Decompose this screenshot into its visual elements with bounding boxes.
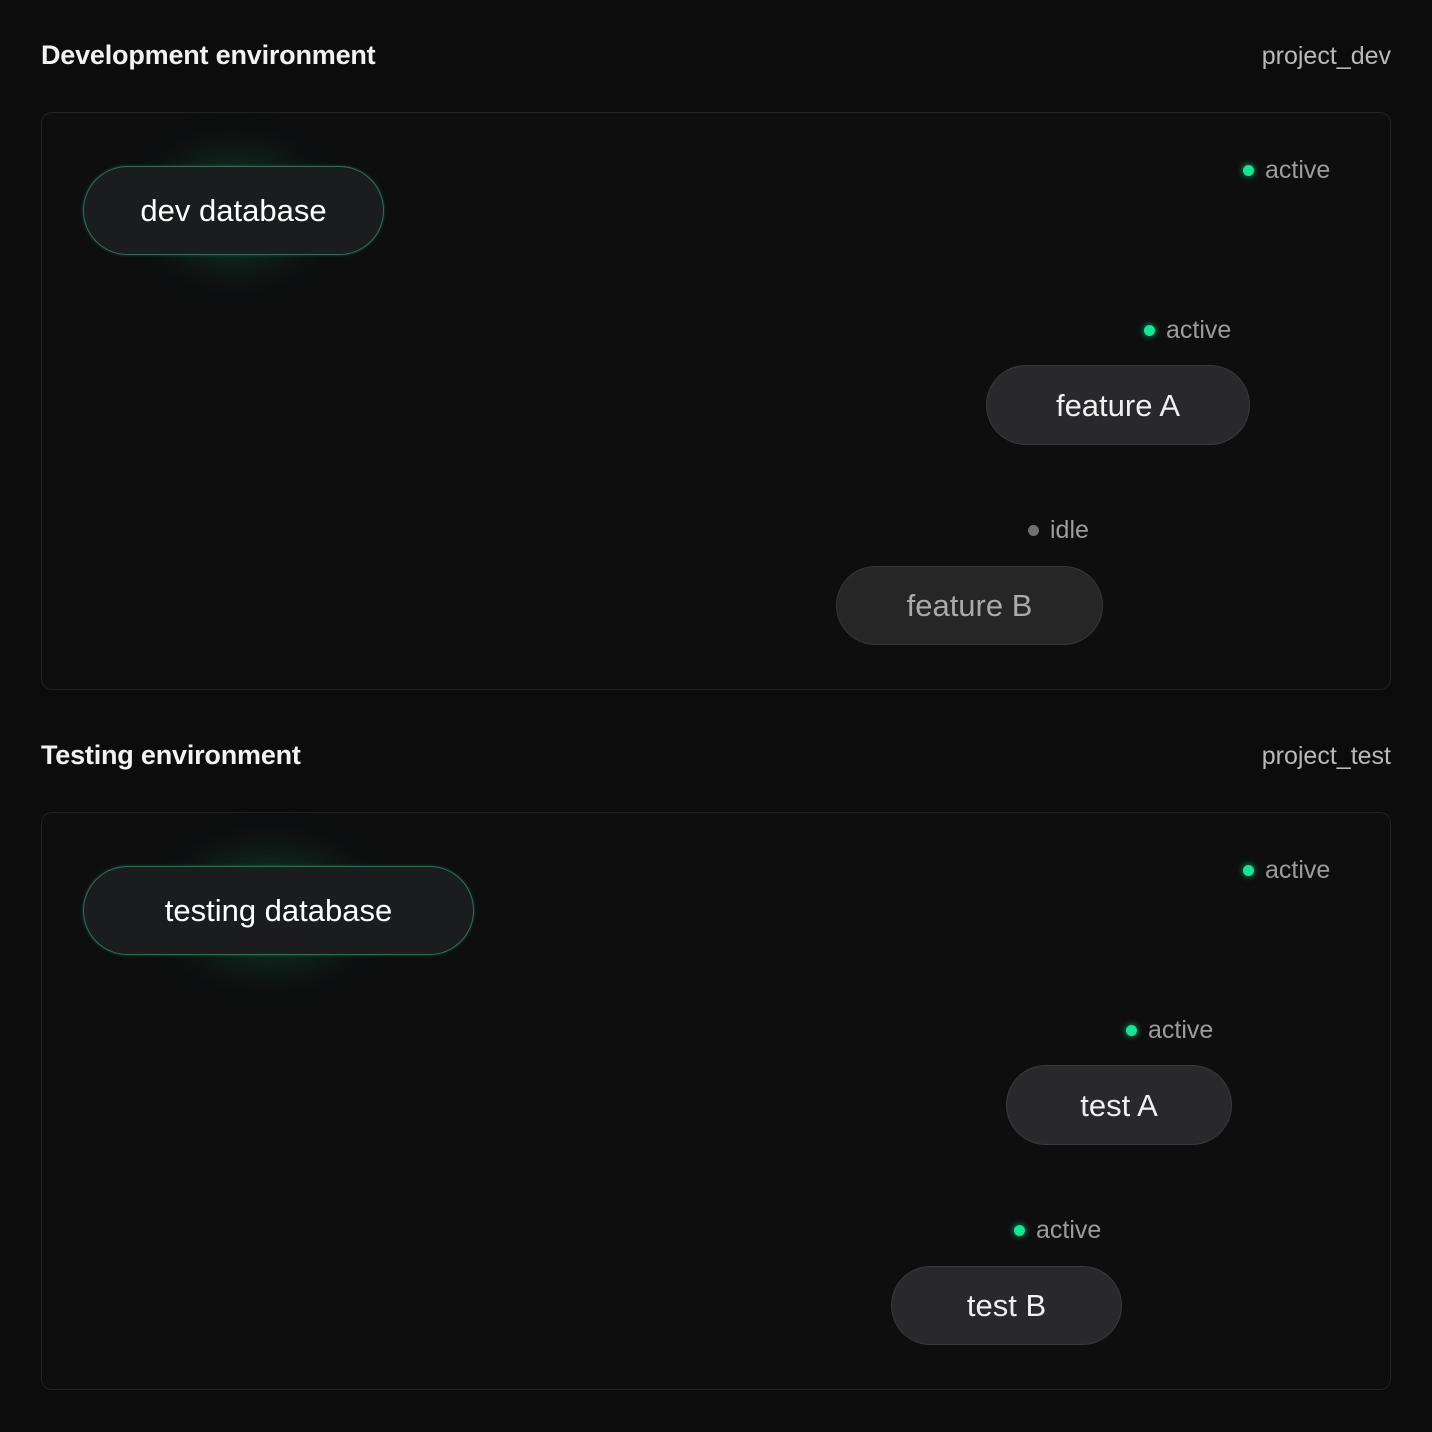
status-feature-a: active bbox=[1144, 318, 1231, 343]
status-test-b-label: active bbox=[1036, 1216, 1102, 1244]
status-feature-b-label: idle bbox=[1050, 516, 1089, 544]
status-test-a: active bbox=[1126, 1018, 1213, 1043]
status-testing-endpoint: active bbox=[1243, 858, 1330, 883]
node-test-a-label: test A bbox=[1080, 1087, 1158, 1123]
status-dot-icon bbox=[1144, 325, 1155, 336]
testing-header: Testing environment project_test bbox=[41, 740, 1391, 784]
development-header: Development environment project_dev bbox=[41, 40, 1391, 84]
page-title-testing: Testing environment bbox=[41, 740, 301, 770]
status-dot-icon bbox=[1243, 165, 1254, 176]
page-title-development: Development environment bbox=[41, 40, 376, 70]
status-dev-endpoint-label: active bbox=[1265, 156, 1331, 184]
status-dot-icon bbox=[1028, 525, 1039, 536]
node-feature-a-label: feature A bbox=[1055, 387, 1181, 423]
status-dot-icon bbox=[1014, 1225, 1025, 1236]
node-testing-database-label: testing database bbox=[164, 893, 393, 928]
node-feature-b[interactable]: feature B bbox=[836, 566, 1103, 645]
status-dev-endpoint: active bbox=[1243, 158, 1330, 183]
node-test-b-label: test B bbox=[966, 1288, 1047, 1323]
node-test-b[interactable]: test B bbox=[891, 1266, 1122, 1345]
status-test-b: active bbox=[1014, 1218, 1101, 1243]
node-test-a[interactable]: test A bbox=[1006, 1065, 1232, 1145]
status-dot-icon bbox=[1126, 1025, 1137, 1036]
node-dev-database-label: dev database bbox=[140, 193, 327, 228]
status-feature-a-label: active bbox=[1166, 316, 1232, 344]
status-dot-icon bbox=[1243, 865, 1254, 876]
status-feature-b: idle bbox=[1028, 518, 1089, 543]
node-dev-database[interactable]: dev database bbox=[83, 166, 384, 255]
status-testing-endpoint-label: active bbox=[1265, 856, 1331, 884]
project-name-development: project_dev bbox=[1261, 42, 1391, 70]
status-test-a-label: active bbox=[1148, 1016, 1214, 1044]
node-feature-a[interactable]: feature A bbox=[986, 365, 1250, 445]
project-name-testing: project_test bbox=[1261, 742, 1391, 770]
node-feature-b-label: feature B bbox=[906, 588, 1033, 623]
node-testing-database[interactable]: testing database bbox=[83, 866, 474, 955]
